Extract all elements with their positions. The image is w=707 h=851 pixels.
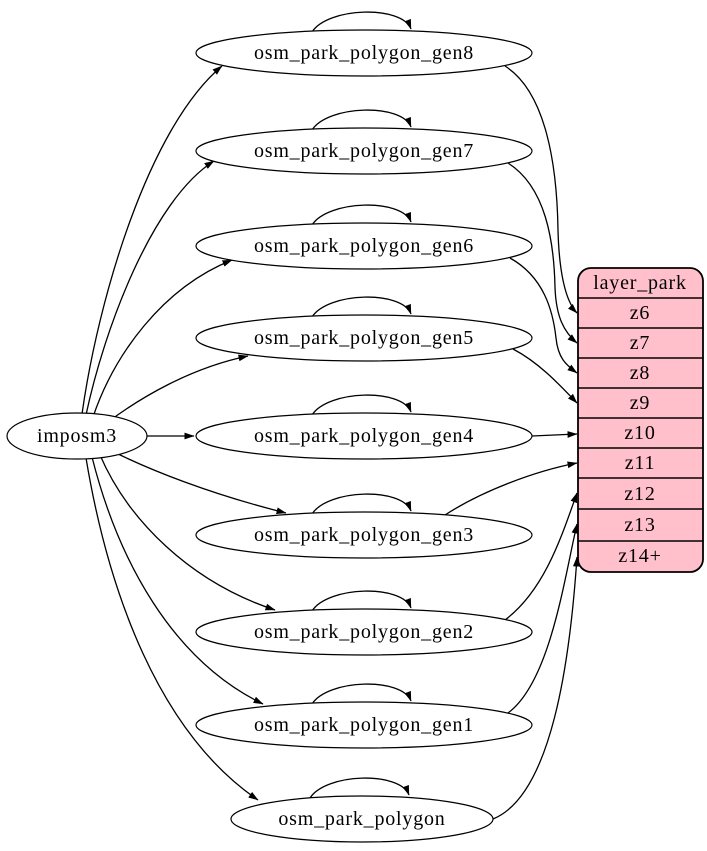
osm-park-polygon-gen5-label: osm_park_polygon_gen5 xyxy=(254,327,474,349)
edge-osm-park-polygon-gen7-to-z7 xyxy=(507,162,578,344)
self-loop-osm-park-polygon-gen3 xyxy=(311,493,412,515)
edge-osm-park-polygon-gen4-to-z10 xyxy=(531,431,578,438)
layer-park-row-z12: z12 xyxy=(624,483,655,505)
layer-park-row-z13: z13 xyxy=(624,514,655,536)
osm-park-polygon-gen2-label: osm_park_polygon_gen2 xyxy=(254,621,474,643)
osm-park-polygon-gen5-ellipse xyxy=(195,314,533,362)
osm-park-polygon-gen4-label: osm_park_polygon_gen4 xyxy=(254,425,474,447)
osm-park-polygon-gen8-label: osm_park_polygon_gen8 xyxy=(254,42,474,64)
edge-imposm3-to-osm-park-polygon-gen7 xyxy=(85,160,215,416)
edge-imposm3-to-osm-park-polygon-gen6 xyxy=(92,259,233,418)
osm-park-polygon-gen1-label: osm_park_polygon_gen1 xyxy=(254,714,474,736)
node-osm-park-polygon-gen4: osm_park_polygon_gen4 xyxy=(195,412,533,460)
layer-park-row-z6: z6 xyxy=(630,302,650,324)
osm-park-polygon-gen7-ellipse xyxy=(195,127,533,175)
imposm3-ellipse xyxy=(6,412,148,460)
self-loop-osm-park-polygon-gen8 xyxy=(311,11,412,33)
layer-park-table: layer_park z6 z7 z8 z9 z10 z11 z12 z13 z… xyxy=(577,267,704,573)
edge-osm-park-polygon-gen8-to-z6 xyxy=(504,65,578,314)
osm-park-polygon-gen3-label: osm_park_polygon_gen3 xyxy=(254,524,474,546)
layer-park-row-z8: z8 xyxy=(630,362,650,384)
imposm3-label: imposm3 xyxy=(37,425,117,447)
edge-osm-park-polygon-gen6-to-z8 xyxy=(509,257,578,374)
node-imposm3: imposm3 xyxy=(6,412,148,460)
node-osm-park-polygon-gen8: osm_park_polygon_gen8 xyxy=(195,29,533,77)
layer-park-row-z7: z7 xyxy=(630,332,650,354)
edge-imposm3-to-osm-park-polygon-gen2 xyxy=(99,454,276,611)
edge-osm-park-polygon-gen2-to-z12 xyxy=(504,492,578,621)
edge-imposm3-to-osm-park-polygon-gen1 xyxy=(91,456,264,705)
nodes-layer: imposm3 osm_park_polygon_gen8 osm_park_p… xyxy=(6,29,533,843)
osm-park-polygon-gen6-ellipse xyxy=(195,222,533,270)
node-osm-park-polygon-gen3: osm_park_polygon_gen3 xyxy=(195,511,533,559)
self-loop-osm-park-polygon-gen1 xyxy=(311,683,412,705)
edge-imposm3-to-osm-park-polygon-gen5 xyxy=(107,354,249,423)
layer-park-row-z11: z11 xyxy=(625,452,656,474)
osm-park-polygon-ellipse xyxy=(230,795,494,843)
osm-park-polygon-gen8-ellipse xyxy=(195,29,533,77)
osm-park-polygon-label: osm_park_polygon xyxy=(278,808,445,830)
layer-park-table-background xyxy=(577,267,704,573)
layer-park-title: layer_park xyxy=(593,272,687,294)
edge-imposm3-to-osm-park-polygon xyxy=(85,457,259,801)
edges-layer xyxy=(81,11,580,820)
node-osm-park-polygon-gen1: osm_park_polygon_gen1 xyxy=(195,701,533,749)
self-loop-osm-park-polygon-gen6 xyxy=(311,204,412,226)
self-loop-osm-park-polygon-gen4 xyxy=(311,394,412,416)
osm-park-polygon-gen3-ellipse xyxy=(195,511,533,559)
self-loop-osm-park-polygon-gen5 xyxy=(311,296,412,318)
osm-park-polygon-gen1-ellipse xyxy=(195,701,533,749)
node-osm-park-polygon: osm_park_polygon xyxy=(230,795,494,843)
edge-imposm3-to-osm-park-polygon-gen3 xyxy=(111,450,287,514)
osm-park-polygon-gen7-label: osm_park_polygon_gen7 xyxy=(254,140,474,162)
node-osm-park-polygon-gen7: osm_park_polygon_gen7 xyxy=(195,127,533,175)
edge-osm-park-polygon-gen5-to-z9 xyxy=(512,348,578,404)
layer-park-row-z9: z9 xyxy=(630,392,650,414)
edge-osm-park-polygon-gen3-to-z11 xyxy=(444,461,578,516)
edge-osm-park-polygon-to-z14plus xyxy=(492,556,580,820)
layer-park-row-z14plus: z14+ xyxy=(618,545,661,567)
node-osm-park-polygon-gen6: osm_park_polygon_gen6 xyxy=(195,222,533,270)
self-loop-osm-park-polygon-gen2 xyxy=(311,590,412,612)
edge-osm-park-polygon-gen1-to-z13 xyxy=(507,523,579,714)
osm-park-polygon-gen6-label: osm_park_polygon_gen6 xyxy=(254,235,474,257)
layer-park-row-z10: z10 xyxy=(624,422,655,444)
node-osm-park-polygon-gen2: osm_park_polygon_gen2 xyxy=(195,608,533,656)
edge-imposm3-to-osm-park-polygon-gen8 xyxy=(81,65,223,415)
self-loop-osm-park-polygon xyxy=(309,777,410,799)
osm-park-polygon-gen2-ellipse xyxy=(195,608,533,656)
node-osm-park-polygon-gen5: osm_park_polygon_gen5 xyxy=(195,314,533,362)
osm-park-polygon-gen4-ellipse xyxy=(195,412,533,460)
self-loop-osm-park-polygon-gen7 xyxy=(311,109,412,131)
